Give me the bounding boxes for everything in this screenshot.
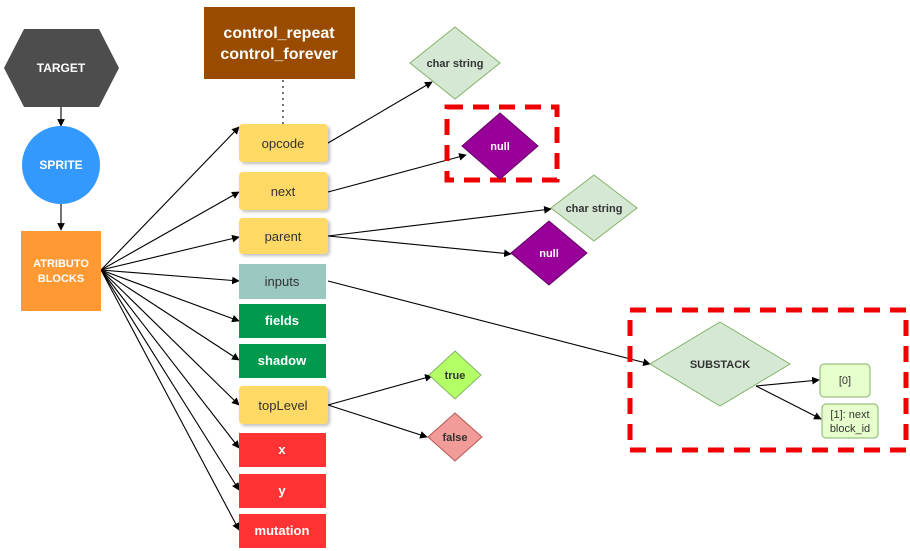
edge-atributo-fields xyxy=(100,269,240,323)
node-char-string-1: char string xyxy=(409,26,501,100)
node-fields: fields xyxy=(239,304,326,338)
edge-parent-charstring xyxy=(327,206,552,237)
node-x: x xyxy=(239,433,326,467)
edge-atributo-opcode xyxy=(100,126,240,271)
node-mutation: mutation xyxy=(239,514,326,548)
node-control: control_repeat control_forever xyxy=(204,7,355,79)
edge-toplevel-true xyxy=(327,374,433,406)
node-atributo-blocks: ATRIBUTO BLOCKS xyxy=(21,231,101,311)
node-toplevel-label: topLevel xyxy=(258,398,307,413)
node-opcode: opcode xyxy=(239,124,328,162)
edge-opcode-charstring xyxy=(327,81,433,144)
edge-atributo-mutation xyxy=(100,269,240,531)
node-target: TARGET xyxy=(4,29,119,107)
edge-atributo-parent xyxy=(100,234,240,271)
node-index-0: [0] xyxy=(819,363,871,398)
node-x-label: x xyxy=(278,442,286,457)
node-null-1: null xyxy=(461,112,539,180)
node-index-1-line1: [1]: next xyxy=(830,409,869,421)
node-sprite-label: SPRITE xyxy=(39,158,82,172)
node-null-2-label: null xyxy=(539,248,559,260)
node-y-label: y xyxy=(278,483,286,498)
node-inputs: inputs xyxy=(239,264,326,299)
node-atributo-line2: BLOCKS xyxy=(38,273,84,285)
edges xyxy=(57,80,822,531)
edge-atributo-x xyxy=(100,269,240,449)
edge-atributo-shadow xyxy=(100,269,240,361)
node-control-line2: control_forever xyxy=(220,46,337,63)
node-index-0-label: [0] xyxy=(839,375,851,387)
edge-next-null xyxy=(327,153,467,193)
node-inputs-label: inputs xyxy=(265,274,300,289)
edge-atributo-next xyxy=(100,191,240,271)
node-true: true xyxy=(428,350,482,400)
edge-atributo-y xyxy=(100,269,240,491)
edge-parent-null xyxy=(327,235,512,258)
highlight-substack xyxy=(627,307,909,453)
node-sprite: SPRITE xyxy=(22,126,100,204)
node-mutation-label: mutation xyxy=(255,523,310,538)
node-char-string-2-label: char string xyxy=(566,203,623,215)
node-toplevel: topLevel xyxy=(239,386,328,424)
node-true-label: true xyxy=(445,370,466,382)
node-fields-label: fields xyxy=(265,313,299,328)
node-next: next xyxy=(239,172,328,210)
node-shadow-label: shadow xyxy=(258,353,307,368)
node-null-1-label: null xyxy=(490,141,510,153)
node-y: y xyxy=(239,474,326,508)
node-substack: SUBSTACK xyxy=(649,321,791,407)
node-index-1-line2: block_id xyxy=(830,423,870,435)
node-atributo-line1: ATRIBUTO xyxy=(33,258,89,270)
edge-substack-idx0 xyxy=(755,376,820,387)
node-false: false xyxy=(427,412,483,462)
node-substack-label: SUBSTACK xyxy=(690,359,750,371)
node-shadow: shadow xyxy=(239,344,326,378)
edge-atributo-toplevel xyxy=(100,269,240,406)
node-opcode-label: opcode xyxy=(262,136,305,151)
node-target-label: TARGET xyxy=(37,61,86,75)
attribute-column: opcode next parent inputs fields shadow … xyxy=(239,124,328,548)
node-null-2: null xyxy=(510,220,588,286)
node-false-label: false xyxy=(442,432,467,444)
node-index-1: [1]: next block_id xyxy=(821,403,879,439)
node-char-string-2: char string xyxy=(550,174,638,242)
node-next-label: next xyxy=(271,184,296,199)
node-parent: parent xyxy=(239,218,328,254)
highlight-null xyxy=(444,104,560,183)
edge-substack-idx1 xyxy=(755,385,822,420)
edge-inputs-substack xyxy=(327,280,651,366)
edge-toplevel-false xyxy=(327,404,428,439)
node-char-string-1-label: char string xyxy=(427,58,484,70)
node-parent-label: parent xyxy=(265,229,302,244)
edge-atributo-inputs xyxy=(100,269,240,285)
node-control-line1: control_repeat xyxy=(223,25,335,42)
